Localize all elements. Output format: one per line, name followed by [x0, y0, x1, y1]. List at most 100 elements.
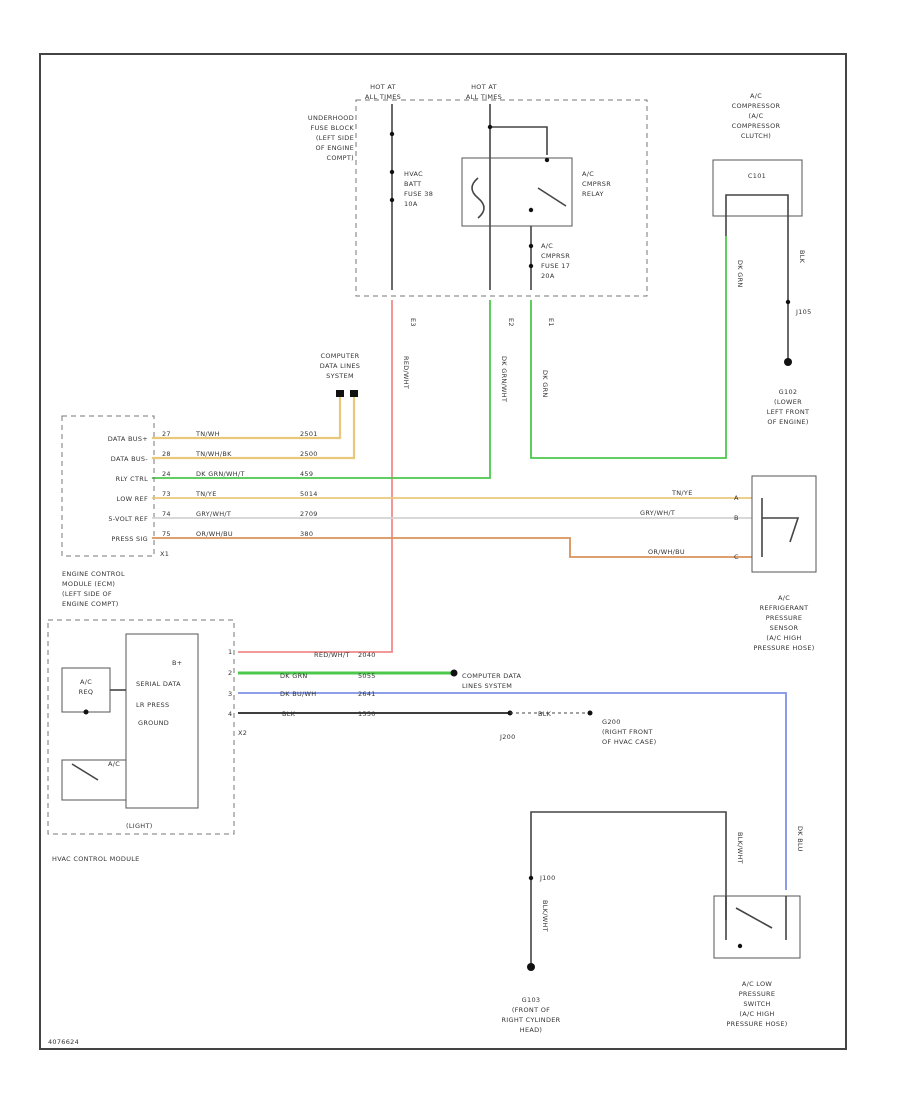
svg-text:ALL TIMES: ALL TIMES	[365, 93, 401, 101]
ground-blk-label: BLK	[538, 710, 552, 718]
svg-text:A: A	[734, 494, 739, 502]
ground-g200-label: G200 (RIGHT FRONT OF HVAC CASE)	[602, 718, 656, 746]
hvac-inner-box	[125, 633, 199, 809]
computer-data-lines-label-bottom: COMPUTER DATA LINES SYSTEM	[462, 672, 521, 690]
right-wire-color: DK BLU	[796, 826, 804, 852]
svg-text:GROUND: GROUND	[138, 719, 169, 727]
wire-blue-lr-press	[238, 692, 787, 890]
svg-text:G102: G102	[779, 388, 798, 396]
ac-cmprsr-relay	[461, 157, 573, 227]
ecm-pin-labels: DATA BUS+ DATA BUS- RLY CTRL LOW REF 5-V…	[108, 435, 149, 543]
svg-text:B+: B+	[172, 659, 183, 667]
wire-green-compressor-label: DK GRN	[541, 370, 549, 398]
svg-text:DATA BUS-: DATA BUS-	[111, 455, 149, 463]
svg-text:(A/C HIGH: (A/C HIGH	[766, 634, 801, 642]
wire-tan-data-bus-minus	[152, 396, 356, 460]
svg-text:COMPT): COMPT)	[327, 154, 355, 162]
svg-text:C: C	[734, 553, 739, 561]
ac-cmprsr-fuse-label: A/C CMPRSR FUSE 17 20A	[541, 242, 570, 280]
fuse-pin-e1: E1	[547, 318, 555, 327]
svg-text:28: 28	[162, 450, 171, 458]
ecm-pin-numbers: 27 28 24 73 74 75	[162, 430, 171, 538]
ecm-circuits: 2501 2500 459 5014 2709 380	[300, 430, 318, 538]
ecm-label: ENGINE CONTROL MODULE (ECM) (LEFT SIDE O…	[62, 570, 125, 608]
diagram-frame	[39, 53, 847, 1050]
svg-text:UNDERHOOD: UNDERHOOD	[308, 114, 354, 122]
svg-text:OF ENGINE): OF ENGINE)	[767, 418, 808, 426]
svg-text:75: 75	[162, 530, 171, 538]
svg-text:RED/WH/T: RED/WH/T	[314, 651, 350, 659]
svg-text:A/C: A/C	[582, 170, 594, 178]
svg-text:A/C: A/C	[750, 92, 762, 100]
svg-text:RELAY: RELAY	[582, 190, 604, 198]
splice-j100: J100	[539, 874, 556, 882]
wire-orange-press-sig	[152, 537, 752, 558]
svg-text:24: 24	[162, 470, 171, 478]
svg-text:BATT: BATT	[404, 180, 421, 188]
svg-text:PRESSURE: PRESSURE	[739, 990, 776, 998]
svg-text:BLK: BLK	[282, 710, 296, 718]
hot-at-all-times-label-1: HOT AT ALL TIMES	[365, 83, 401, 101]
relay-switch-icon	[537, 187, 567, 207]
svg-text:DATA BUS+: DATA BUS+	[108, 435, 148, 443]
svg-text:A/C LOW: A/C LOW	[742, 980, 773, 988]
svg-text:2709: 2709	[300, 510, 318, 518]
svg-text:COMPRESSOR: COMPRESSOR	[732, 122, 781, 130]
svg-text:G103: G103	[522, 996, 541, 1004]
svg-text:2501: 2501	[300, 430, 318, 438]
svg-text:2040: 2040	[358, 651, 376, 659]
switch-left-wire-color: BLK/WHT	[736, 832, 744, 864]
hvac-control-module-label: HVAC CONTROL MODULE	[52, 855, 140, 863]
svg-text:FUSE 17: FUSE 17	[541, 262, 570, 270]
svg-text:FUSE 38: FUSE 38	[404, 190, 433, 198]
computer-data-lines-label-top: COMPUTER DATA LINES SYSTEM	[320, 352, 360, 380]
hvac-module-id: (LIGHT)	[126, 822, 153, 830]
svg-text:DK GRN/WH/T: DK GRN/WH/T	[196, 470, 245, 478]
svg-text:DK BU/WH: DK BU/WH	[280, 690, 316, 698]
svg-text:B: B	[734, 514, 739, 522]
svg-text:(LEFT SIDE: (LEFT SIDE	[316, 134, 354, 142]
ac-switch-icon	[71, 763, 99, 781]
svg-text:(A/C HIGH: (A/C HIGH	[739, 1010, 774, 1018]
svg-text:TN/YE: TN/YE	[671, 489, 693, 497]
wire-red-label: RED/WHT	[402, 356, 410, 389]
hvac-pin-labels: B+ SERIAL DATA LR PRESS GROUND	[136, 659, 183, 727]
svg-text:(LOWER: (LOWER	[774, 398, 802, 406]
svg-text:TN/WH: TN/WH	[195, 430, 220, 438]
hvac-fuse-label: HVAC BATT FUSE 38 10A	[404, 170, 433, 208]
svg-text:RIGHT CYLINDER: RIGHT CYLINDER	[501, 1016, 560, 1024]
svg-text:2: 2	[228, 669, 232, 677]
ground-g102-label: G102 (LOWER LEFT FRONT OF ENGINE)	[767, 388, 810, 426]
svg-text:DK GRN: DK GRN	[280, 672, 308, 680]
compressor-connector: C101	[748, 172, 766, 180]
svg-text:RLY CTRL: RLY CTRL	[116, 475, 148, 483]
fuse-pin-e2: E2	[507, 318, 515, 327]
svg-text:SYSTEM: SYSTEM	[326, 372, 354, 380]
ground-g103-icon	[527, 963, 535, 971]
wire-green-label: DK GRN/WHT	[500, 356, 508, 402]
svg-text:PRESSURE HOSE): PRESSURE HOSE)	[726, 1020, 787, 1028]
svg-text:GRY/WH/T: GRY/WH/T	[640, 509, 675, 517]
footer-code: 4076624	[48, 1038, 79, 1046]
ac-switch-box	[61, 759, 127, 801]
svg-text:LEFT FRONT: LEFT FRONT	[767, 408, 810, 416]
ecm-connector-x1: X1	[160, 550, 169, 558]
ground-g102-icon	[784, 358, 792, 366]
hvac-pin-numbers: 1 2 3 4	[228, 648, 232, 718]
svg-text:ENGINE COMPT): ENGINE COMPT)	[62, 600, 119, 608]
svg-text:TN/WH/BK: TN/WH/BK	[195, 450, 232, 458]
hvac-control-module-box	[47, 619, 235, 835]
svg-text:74: 74	[162, 510, 171, 518]
svg-text:(RIGHT FRONT: (RIGHT FRONT	[602, 728, 653, 736]
compressor-wire-dkgrn: DK GRN	[736, 260, 744, 288]
svg-text:OF ENGINE: OF ENGINE	[315, 144, 354, 152]
svg-text:SENSOR: SENSOR	[770, 624, 799, 632]
ac-switch-label: A/C	[108, 760, 120, 768]
svg-text:REFRIGERANT: REFRIGERANT	[760, 604, 809, 612]
svg-text:459: 459	[300, 470, 313, 478]
data-connector-2	[350, 390, 358, 397]
ground-g200-icon	[587, 710, 593, 716]
ground-splice-j200: J200	[499, 733, 516, 741]
ac-request-button-sublabel: REQ	[79, 688, 94, 696]
svg-text:PRESSURE HOSE): PRESSURE HOSE)	[753, 644, 814, 652]
